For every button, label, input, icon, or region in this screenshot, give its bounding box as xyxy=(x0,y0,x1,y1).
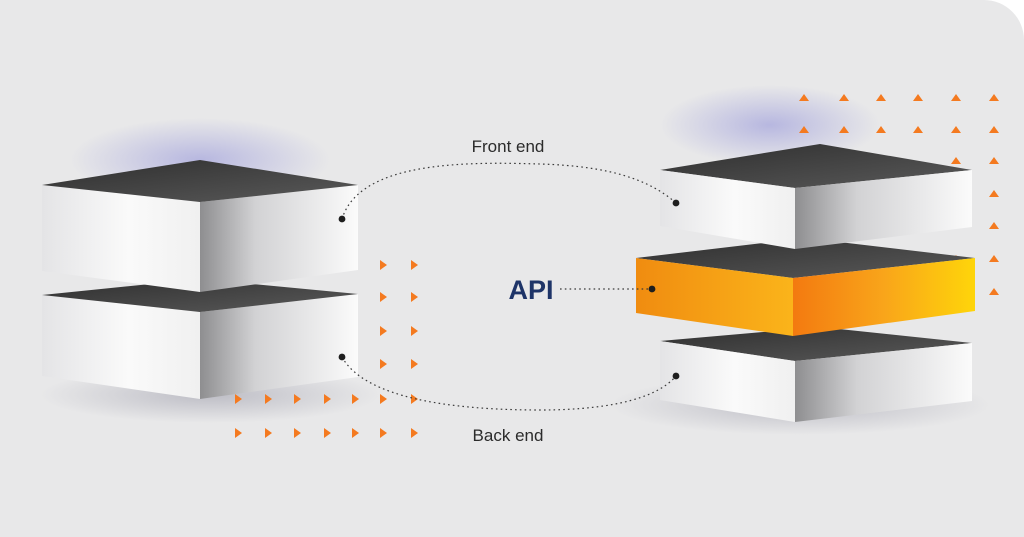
triangle-right-icon xyxy=(411,394,418,404)
triangle-right-icon xyxy=(294,428,301,438)
left-arrow-pattern xyxy=(235,260,418,438)
connector-dot xyxy=(672,372,680,380)
left-bottom-block xyxy=(42,279,358,399)
triangle-right-icon xyxy=(411,359,418,369)
triangle-right-icon xyxy=(380,260,387,270)
triangle-up-icon xyxy=(989,157,999,164)
triangle-up-icon xyxy=(989,222,999,229)
triangle-up-icon xyxy=(951,94,961,101)
right-bottom-block xyxy=(660,327,972,422)
triangle-up-icon xyxy=(876,94,886,101)
triangle-up-icon xyxy=(989,288,999,295)
triangle-right-icon xyxy=(411,326,418,336)
triangle-up-icon xyxy=(951,157,961,164)
front-end-label: Front end xyxy=(472,137,545,156)
triangle-up-icon xyxy=(799,94,809,101)
triangle-right-icon xyxy=(411,292,418,302)
triangle-right-icon xyxy=(324,394,331,404)
api-label: API xyxy=(508,275,553,305)
triangle-right-icon xyxy=(380,292,387,302)
triangle-right-icon xyxy=(265,394,272,404)
triangle-right-icon xyxy=(324,428,331,438)
triangle-up-icon xyxy=(799,126,809,133)
connector-dot xyxy=(672,199,680,207)
triangle-up-icon xyxy=(951,126,961,133)
triangle-right-icon xyxy=(411,428,418,438)
triangle-right-icon xyxy=(294,394,301,404)
front-end-connector xyxy=(341,162,677,220)
triangle-right-icon xyxy=(380,326,387,336)
triangle-right-icon xyxy=(380,428,387,438)
triangle-up-icon xyxy=(839,94,849,101)
triangle-right-icon xyxy=(235,428,242,438)
back-end-connector xyxy=(341,356,677,411)
triangle-up-icon xyxy=(913,94,923,101)
triangle-up-icon xyxy=(989,94,999,101)
back-end-label: Back end xyxy=(473,426,544,445)
left-top-block xyxy=(42,160,358,292)
connector-dot xyxy=(338,215,346,223)
triangle-right-icon xyxy=(265,428,272,438)
connector-dot xyxy=(338,353,346,361)
triangle-up-icon xyxy=(876,126,886,133)
triangle-right-icon xyxy=(352,394,359,404)
triangle-right-icon xyxy=(380,394,387,404)
triangle-right-icon xyxy=(411,260,418,270)
api-block xyxy=(636,238,975,336)
triangle-up-icon xyxy=(989,190,999,197)
right-top-block xyxy=(660,144,972,249)
triangle-right-icon xyxy=(380,359,387,369)
triangle-right-icon xyxy=(235,394,242,404)
triangle-up-icon xyxy=(839,126,849,133)
triangle-up-icon xyxy=(989,255,999,262)
triangle-up-icon xyxy=(989,126,999,133)
connector-dot xyxy=(648,285,656,293)
triangle-up-icon xyxy=(913,126,923,133)
triangle-right-icon xyxy=(352,428,359,438)
